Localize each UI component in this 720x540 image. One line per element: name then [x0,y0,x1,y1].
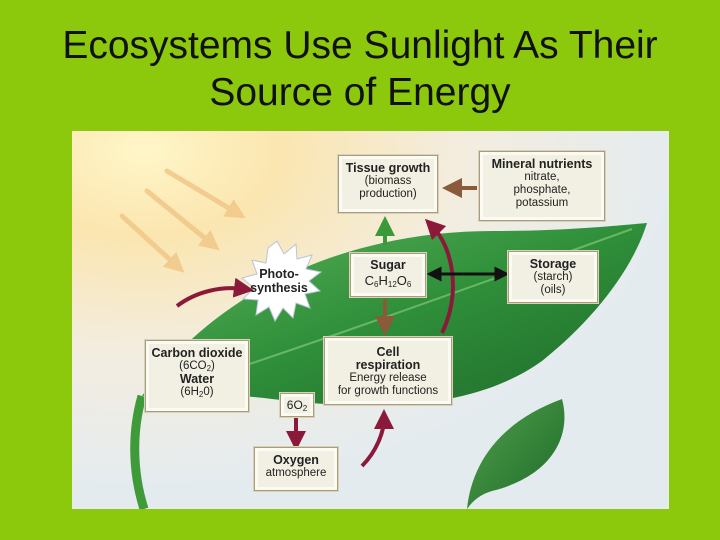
oxygen-release-box: 6O2 [280,393,314,417]
carbon-dioxide-box: Carbon dioxide (6CO2) Water (6H20) [145,340,249,412]
photosynthesis-line2: synthesis [250,281,308,295]
co2-formula: (6CO2) [146,360,248,373]
mineral-nutrients-line2: phosphate, [513,184,571,196]
co2-sub: 2 [206,364,212,373]
sugar-heading: Sugar [370,258,406,272]
small-leaf [467,399,565,509]
formula-o: O [396,273,407,288]
oxygen-release-sub: 2 [302,404,308,413]
formula-h: H [378,273,388,288]
tissue-growth-line1: (biomass [364,175,412,187]
tissue-growth-box: Tissue growth (biomass production) [338,155,438,213]
mineral-nutrients-line1: nitrate, [524,171,560,183]
h2o-prefix: (6H [180,386,199,398]
formula-c: C [364,273,375,288]
h2o-formula: (6H20) [146,386,248,399]
co2-prefix: (6CO [179,360,207,372]
cell-respiration-box: Cell respiration Energy release for grow… [324,337,452,405]
oxygen-to-respiration-arrow [360,409,394,468]
title-line-2: Source of Energy [209,71,511,114]
water-heading: Water [179,372,215,386]
tissue-growth-heading: Tissue growth [345,161,431,175]
plant-stem [130,394,149,509]
cell-respiration-line2: for growth functions [337,385,439,397]
oxygen-box: Oxygen atmosphere [254,447,338,491]
sugar-box: Sugar C6H12O6 [350,253,426,297]
storage-line2: (oils) [540,284,566,296]
oxygen-release-prefix: 6O [286,398,303,412]
mineral-nutrients-box: Mineral nutrients nitrate, phosphate, po… [479,151,605,221]
storage-heading: Storage [529,257,577,271]
sun-rays [119,168,246,273]
cell-respiration-heading2: respiration [355,358,421,372]
co2-to-photosynthesis-arrow [175,277,254,308]
h2o-sub: 2 [198,390,204,399]
tissue-growth-line2: production) [359,188,417,200]
mineral-nutrients-line3: potassium [515,197,569,209]
carbon-dioxide-heading: Carbon dioxide [151,346,243,360]
ecosystem-diagram: Tissue growth (biomass production) Miner… [72,131,669,509]
photosynthesis-label: Photo- synthesis [244,267,314,295]
formula-h-sub: 12 [387,280,397,289]
storage-line1: (starch) [533,271,573,283]
title-line-1: Ecosystems Use Sunlight As Their [62,24,658,67]
storage-box: Storage (starch) (oils) [508,251,598,303]
sugar-formula: C6H12O6 [351,272,425,289]
photosynthesis-starburst [240,240,323,323]
cell-respiration-line1: Energy release [349,372,427,384]
oxygen-line1: atmosphere [265,467,327,479]
co2-suffix: ) [211,360,215,372]
mineral-nutrients-heading: Mineral nutrients [491,157,593,171]
h2o-suffix: 0) [203,386,214,398]
oxygen-heading: Oxygen [273,453,319,467]
formula-c-sub: 6 [374,280,379,289]
slide-title: Ecosystems Use Sunlight As Their Source … [0,22,720,116]
formula-o-sub: 6 [406,280,412,289]
cell-respiration-heading1: Cell [376,345,400,359]
photosynthesis-line1: Photo- [259,267,299,281]
